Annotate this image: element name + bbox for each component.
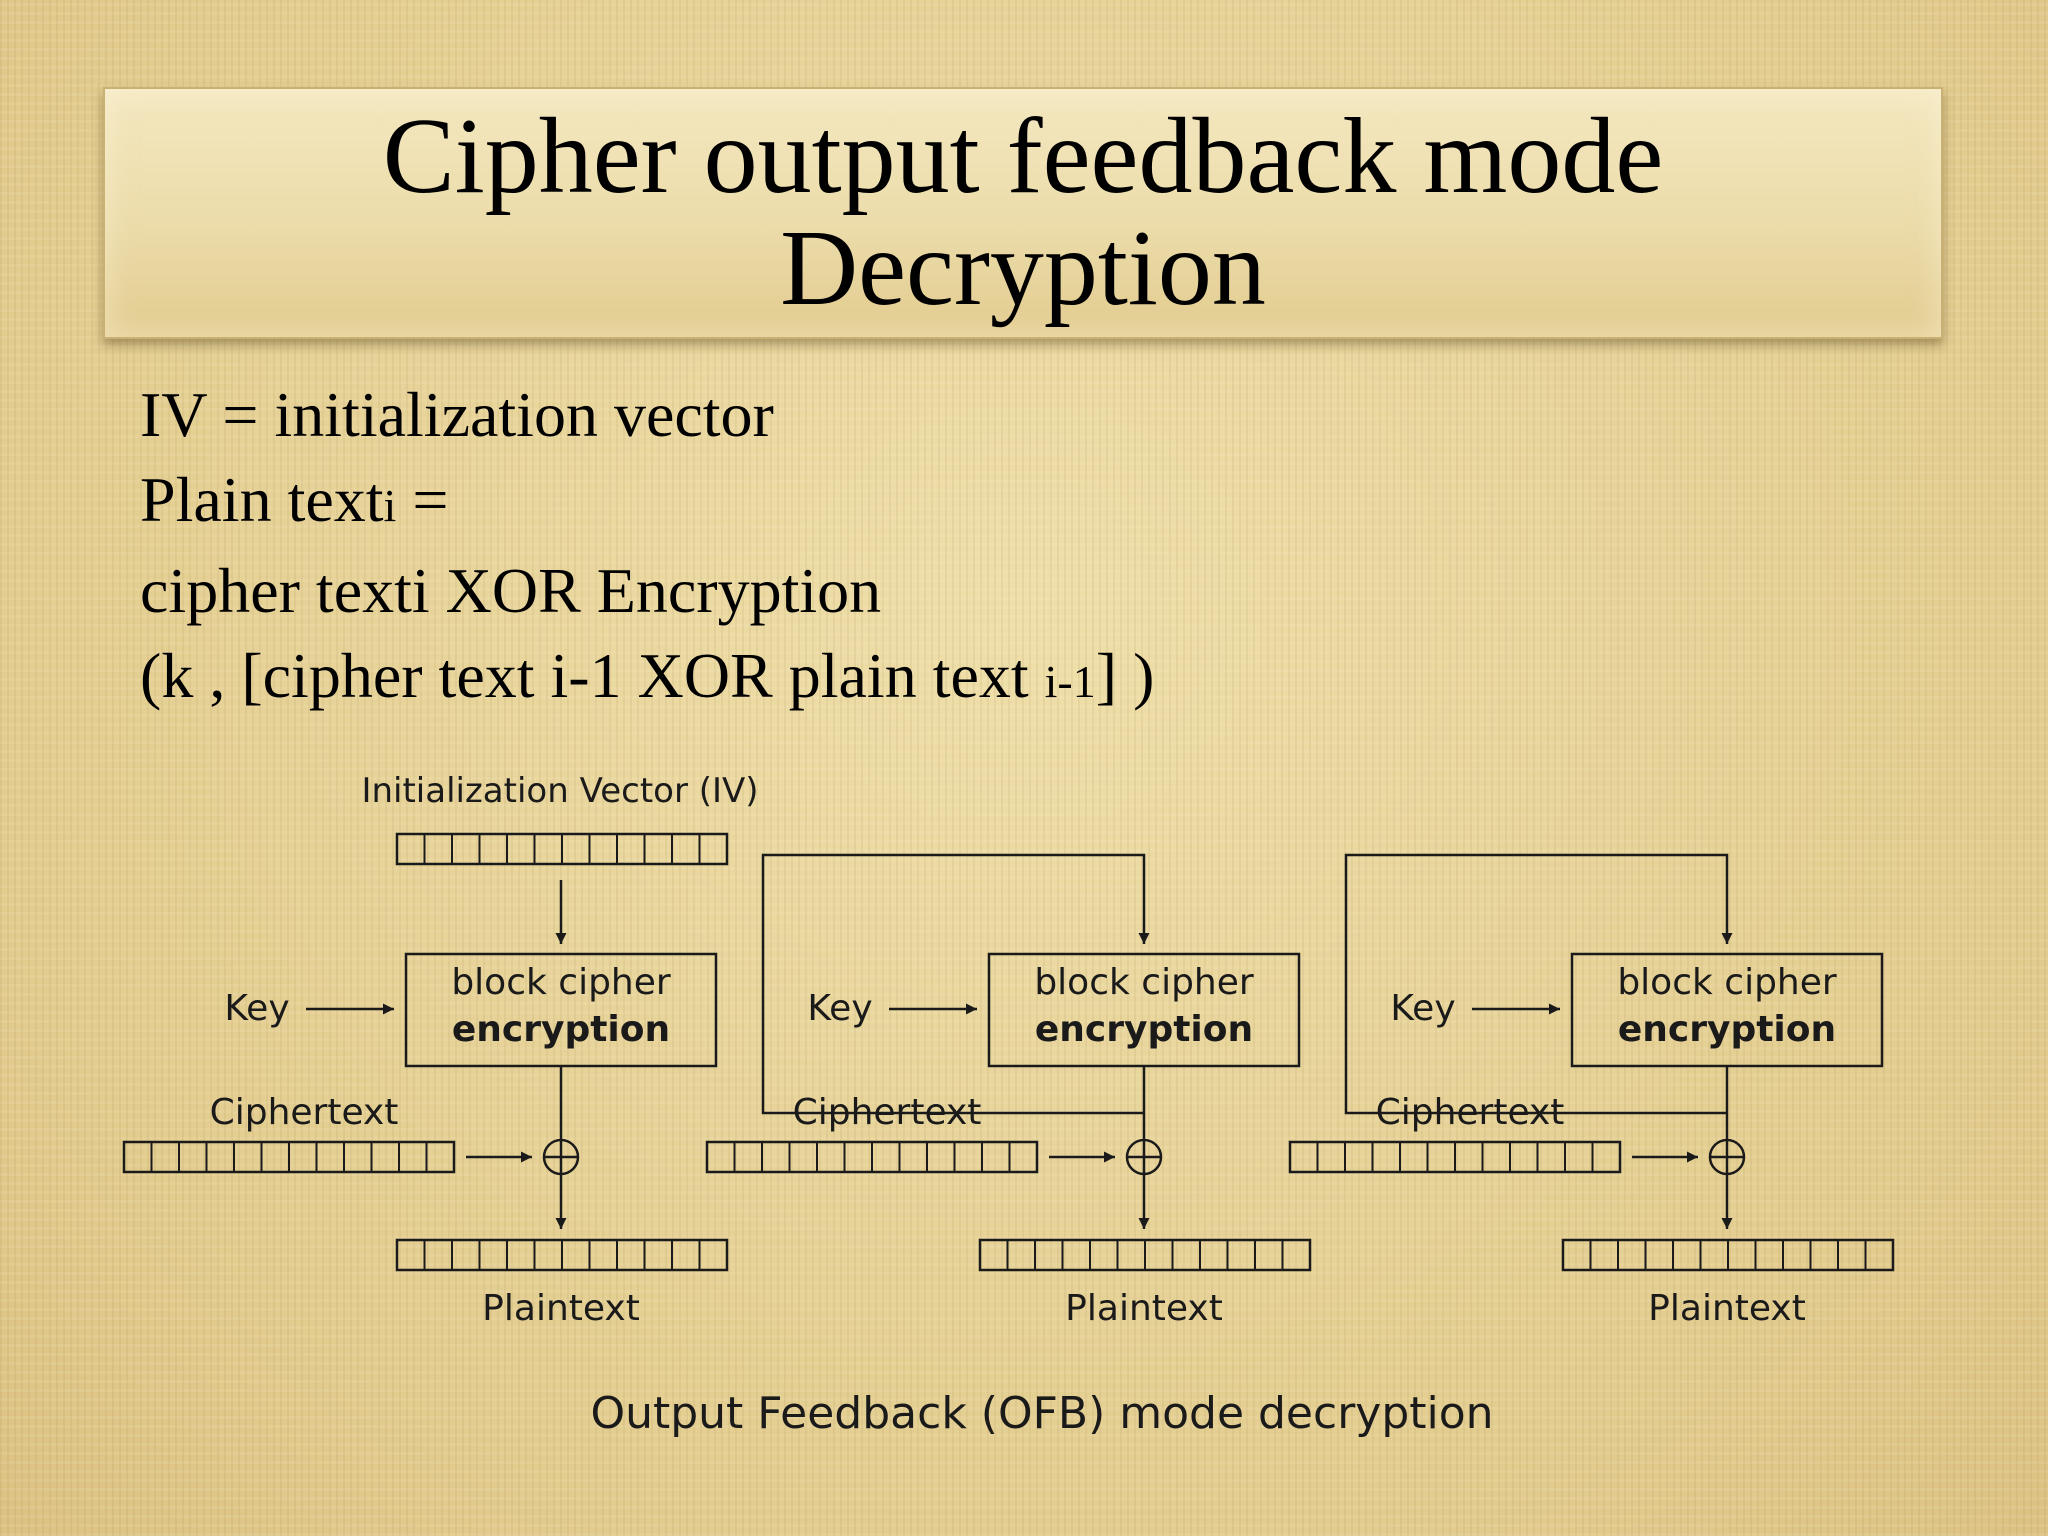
ciphertext-label: Ciphertext [210,1092,399,1133]
plaintext-label: Plaintext [1065,1288,1223,1329]
plaintext-label: Plaintext [482,1288,640,1329]
key-label: Key [807,988,872,1029]
iv-register-cells [395,832,729,866]
body-line-2: Plain texti = [140,457,1154,548]
stage-3: block cipher encryption KeyCiphertextPlain… [1288,853,1895,1329]
encryption-label: encryption [452,1009,670,1050]
slide-title-line-1: Cipher output feedback mode [382,97,1664,216]
ciphertext-label: Ciphertext [793,1092,982,1133]
body-line-2-end: = [396,464,449,535]
body-line-4: (k , [cipher text i-1 XOR plain text i-1… [140,633,1154,724]
encryption-label: encryption [1035,1009,1253,1050]
feedback-arrow [761,853,1150,1115]
encryption-label: encryption [1618,1009,1836,1050]
slide-body-text: IV = initialization vector Plain texti =… [140,372,1154,724]
body-line-2-main: Plain text [140,464,384,535]
ciphertext-register [705,1140,1039,1174]
stage-2: block cipher encryption KeyCiphertextPlain… [705,853,1312,1329]
body-line-4-end: ] ) [1095,640,1155,711]
body-line-3: cipher texti XOR Encryption [140,555,882,626]
plaintext-register [395,1238,729,1272]
block-cipher-label: block cipher [451,962,671,1003]
slide-title-line-2: Decryption [780,209,1266,328]
iv-label: Initialization Vector (IV) [361,771,758,811]
diagram-stages: block cipher encryption KeyCiphertextPlain… [122,853,1895,1329]
block-cipher-label: block cipher [1034,962,1254,1003]
diagram-caption: Output Feedback (OFB) mode decryption [590,1388,1493,1439]
key-label: Key [1390,988,1455,1029]
body-line-4-main: (k , [cipher text i-1 XOR plain text [140,640,1045,711]
block-cipher-label: block cipher [1617,962,1837,1003]
ciphertext-register [1288,1140,1622,1174]
key-label: Key [224,988,289,1029]
body-line-2-subscript: i [383,480,397,531]
stage-1: block cipher encryption KeyCiphertextPlain… [122,880,729,1329]
ciphertext-label: Ciphertext [1376,1092,1565,1133]
ciphertext-register [122,1140,456,1174]
plaintext-register [1561,1238,1895,1272]
feedback-arrow [1344,853,1733,1115]
plaintext-label: Plaintext [1648,1288,1806,1329]
iv-register [395,832,729,866]
body-line-4-subscript: i-1 [1044,656,1096,707]
title-box: Cipher output feedback mode Decryption [103,87,1943,339]
body-line-1: IV = initialization vector [140,379,774,450]
plaintext-register [978,1238,1312,1272]
